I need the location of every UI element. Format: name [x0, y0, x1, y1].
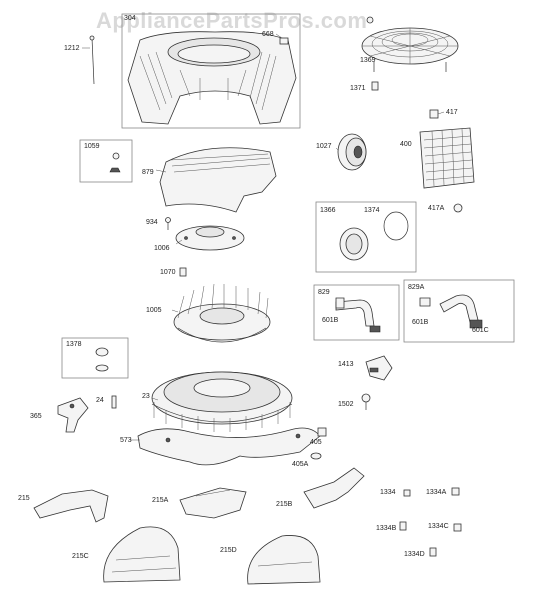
part-1334-screw [403, 489, 411, 497]
part-1378 [95, 347, 109, 372]
label-1378: 1378 [66, 341, 82, 348]
box-829 [313, 284, 400, 341]
part-400-oil-cooler [419, 127, 475, 189]
label-934: 934 [146, 219, 158, 226]
part-labels: 1212 304 668 1369 1371 1059 879 1027 417… [18, 15, 489, 560]
part-1369-grille [361, 27, 459, 72]
label-1334D: 1334D [404, 551, 425, 558]
label-215D: 215D [220, 547, 237, 554]
label-405A: 405A [292, 461, 309, 468]
label-365: 365 [30, 413, 42, 420]
label-1334: 1334 [380, 489, 396, 496]
label-601B-a: 601B [322, 317, 339, 324]
part-829A-hose [419, 294, 483, 329]
label-23: 23 [142, 393, 150, 400]
label-1070: 1070 [160, 269, 176, 276]
part-1070 [179, 267, 187, 277]
label-405: 405 [310, 439, 322, 446]
part-1369-top-screw [366, 16, 374, 24]
part-215C-cover [103, 526, 181, 583]
label-1334B: 1334B [376, 525, 397, 532]
label-417A: 417A [428, 205, 445, 212]
label-304: 304 [124, 15, 136, 22]
part-215D-cover [247, 535, 321, 585]
part-417A [453, 203, 463, 213]
part-24-key [111, 395, 117, 409]
part-405A [310, 452, 322, 460]
part-1371 [371, 81, 379, 91]
label-1027: 1027 [316, 143, 332, 150]
watermark: AppliancePartsPros.com [96, 8, 367, 33]
label-1502: 1502 [338, 401, 354, 408]
label-1369: 1369 [360, 57, 376, 64]
label-1006: 1006 [154, 245, 170, 252]
label-1366: 1366 [320, 207, 336, 214]
part-1334A-screw [451, 487, 460, 496]
part-1006-plate [175, 225, 245, 251]
label-215B: 215B [276, 501, 293, 508]
label-829: 829 [318, 289, 330, 296]
part-417 [429, 109, 439, 119]
part-1366-adapter [339, 227, 369, 261]
part-23-flywheel [151, 371, 293, 432]
part-304-blower-housing [127, 31, 297, 125]
label-1374: 1374 [364, 207, 380, 214]
label-417: 417 [446, 109, 458, 116]
part-405 [317, 427, 327, 437]
label-24: 24 [96, 397, 104, 404]
label-1413: 1413 [338, 361, 354, 368]
label-215: 215 [18, 495, 30, 502]
label-1005: 1005 [146, 307, 162, 314]
box-829A [403, 279, 515, 343]
label-601C: 601C [472, 327, 489, 334]
label-601B-b: 601B [412, 319, 429, 326]
label-668: 668 [262, 31, 274, 38]
box-1366 [315, 201, 417, 273]
label-573: 573 [120, 437, 132, 444]
part-215B [303, 467, 365, 509]
part-879-shroud [159, 147, 277, 213]
part-573-baffle [137, 427, 321, 466]
part-215 [33, 489, 109, 523]
label-1059: 1059 [84, 143, 100, 150]
blower-housing-box [121, 13, 301, 129]
part-1413 [365, 355, 393, 381]
part-1212-rod [89, 35, 95, 85]
part-365-bracket [57, 397, 89, 433]
part-1027-filter [337, 133, 367, 171]
label-1334C: 1334C [428, 523, 449, 530]
box-1059 [79, 139, 133, 183]
part-215A [179, 487, 247, 519]
label-879: 879 [142, 169, 154, 176]
part-1334D-screw [429, 547, 437, 557]
part-1005-fan [173, 283, 271, 343]
box-1378 [61, 337, 129, 379]
label-1212: 1212 [64, 45, 80, 52]
part-668 [279, 37, 289, 45]
label-400: 400 [400, 141, 412, 148]
part-1334C-screw [453, 523, 462, 532]
part-1374-oring [383, 211, 409, 241]
part-934 [165, 217, 171, 230]
label-215A: 215A [152, 497, 169, 504]
part-1059 [109, 152, 121, 173]
leader-lines [82, 33, 445, 441]
part-829-hose [335, 297, 381, 333]
part-1334B-screw [399, 521, 407, 531]
part-1502 [361, 393, 371, 410]
label-1334A: 1334A [426, 489, 447, 496]
label-829A: 829A [408, 284, 425, 291]
label-1371: 1371 [350, 85, 366, 92]
label-215C: 215C [72, 553, 89, 560]
